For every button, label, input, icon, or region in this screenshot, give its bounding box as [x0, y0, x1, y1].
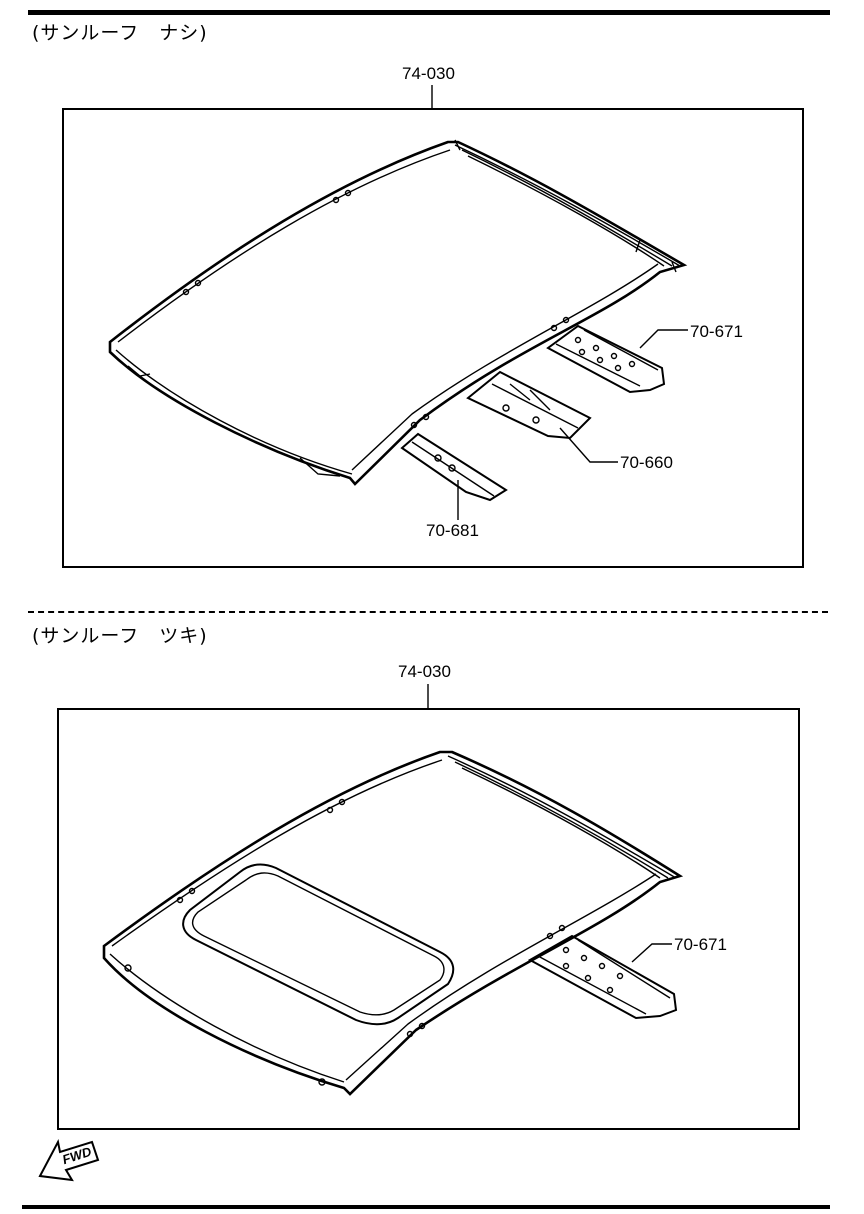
- leader-lines-section-1: [431, 85, 688, 520]
- section-2-frame: [57, 708, 800, 1130]
- part-label-70-671: 70-671: [690, 322, 743, 341]
- top-rule: [28, 10, 830, 15]
- section-2-caption: (サンルーフ ツキ): [32, 625, 208, 647]
- part-label-70-660: 70-660: [620, 453, 673, 472]
- section-1-frame: [62, 108, 804, 568]
- front-roof-rail: [400, 432, 508, 502]
- part-label-70-671-sunroof: 70-671: [674, 935, 727, 954]
- section-divider: [28, 611, 828, 613]
- forward-arrow-icon: [38, 1139, 100, 1182]
- bottom-rule: [22, 1205, 830, 1209]
- part-label-74-030-sunroof: 74-030: [398, 662, 451, 681]
- part-label-70-681: 70-681: [426, 521, 479, 540]
- section-1-caption: (サンルーフ ナシ): [32, 22, 208, 44]
- leader-lines-section-2: [427, 684, 672, 963]
- rear-roof-rail: [546, 324, 666, 394]
- part-label-74-030: 74-030: [402, 64, 455, 83]
- sunroof-opening: [182, 863, 455, 1026]
- rear-roof-rail-sunroof: [527, 934, 678, 1020]
- roof-panel-no-sunroof: [108, 139, 688, 486]
- roof-panel-with-sunroof: [102, 750, 684, 1096]
- center-roof-rail: [466, 370, 592, 440]
